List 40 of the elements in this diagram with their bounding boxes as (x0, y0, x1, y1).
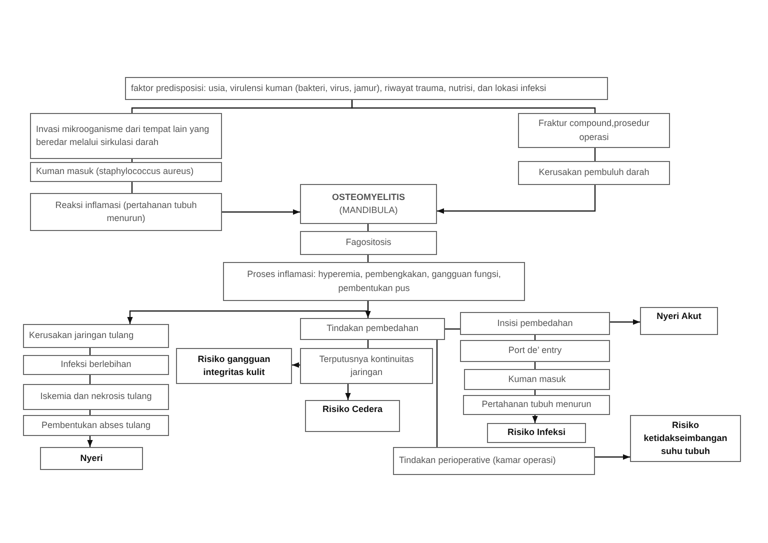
diagnosis-box: Risiko Cedera (305, 400, 400, 432)
diagnosis-box: Risiko Infeksi (487, 423, 586, 443)
process-box: Insisi pembedahan (460, 312, 610, 335)
arrow (595, 454, 630, 460)
arrow (222, 209, 300, 215)
process-box: Port de’ entry (460, 340, 610, 362)
arrow (437, 185, 596, 214)
diagnosis-box: Risiko gangguan integritas kulit (176, 348, 292, 384)
arrow (87, 436, 93, 447)
process-box: Proses inflamasi: hyperemia, pembengkakan, gangguan fungsi, pembentukan pus (223, 262, 525, 301)
diagnosis-box: Risiko ketidakseimbangan suhu tubuh (630, 415, 741, 462)
arrow (345, 384, 351, 400)
process-box: Kerusakan pembuluh darah (518, 161, 670, 185)
process-box: OSTEOMYELITIS (MANDIBULA) (300, 184, 437, 224)
connector-line (445, 328, 460, 330)
process-box: Kuman masuk (464, 369, 610, 390)
process-box: Fraktur compound,prosedur operasi (518, 113, 670, 148)
arrow (292, 362, 300, 368)
process-box: Terputusnya kontinuitas jaringan (300, 348, 433, 384)
connector-line (131, 182, 133, 193)
process-box: Invasi mikrooganisme dari tempat lain yang beredar melalui sirkulasi darah (30, 113, 222, 159)
arrow (365, 301, 371, 318)
arrow (610, 319, 640, 325)
arrow (532, 415, 538, 423)
connector-line (594, 148, 596, 161)
connector-line (436, 340, 438, 447)
connector-line (351, 100, 596, 113)
process-box: Tindakan perioperative (kamar operasi) (393, 447, 595, 475)
process-box: Iskemia dan nekrosis tulang (23, 384, 169, 410)
process-box: Kuman masuk (staphylococcus aureus) (30, 162, 222, 182)
process-box: Kerusakan jaringan tulang (23, 324, 169, 348)
diagnosis-box: Nyeri Akut (640, 307, 718, 335)
process-box: Reaksi inflamasi (pertahanan tubuh menurun) (30, 193, 222, 231)
process-box: Pembentukan abses tulang (23, 415, 169, 436)
diagnosis-box: Nyeri (40, 447, 143, 470)
process-box: faktor predisposisi: usia, virulensi kuman (bakteri, virus, jamur), riwayat trauma, nutrisi, dan lokasi infeksi (125, 77, 608, 100)
process-box: Pertahanan tubuh menurun (463, 395, 610, 415)
process-box: Tindakan pembedahan (300, 318, 445, 340)
process-box: Infeksi berlebihan (23, 355, 169, 375)
process-box: Fagositosis (300, 231, 437, 255)
